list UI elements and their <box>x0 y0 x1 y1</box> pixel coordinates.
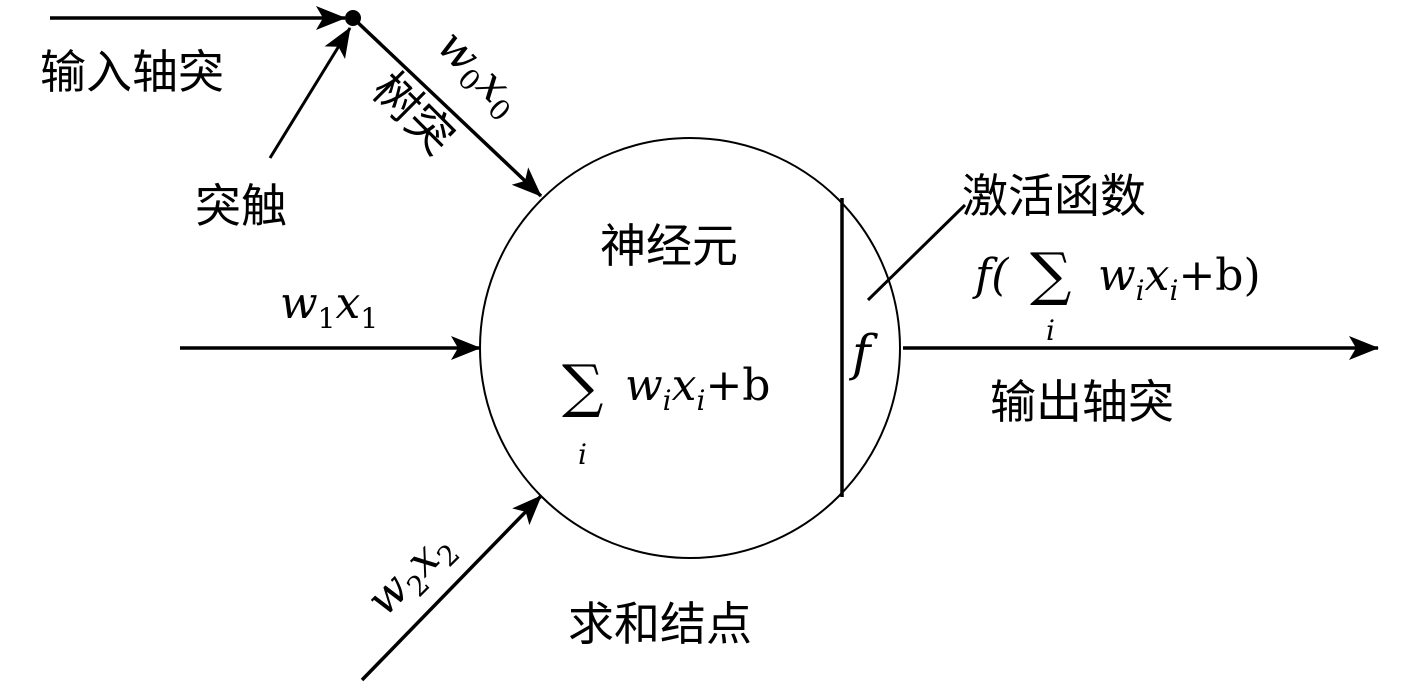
summation-formula: ∑ i wixi+b <box>562 352 770 471</box>
neuron-circle <box>479 137 901 559</box>
activation-f-symbol: f <box>848 324 878 382</box>
w1x1-label: w1x1 <box>280 278 378 335</box>
activation-function-label: 激活函数 <box>962 169 1146 223</box>
output-terms: wixi+b) <box>1098 250 1261 307</box>
input-w2x2-arrow <box>360 494 543 682</box>
input-axon-label: 输入轴突 <box>40 45 224 99</box>
output-formula: f( ∑ i wixi+b) <box>972 240 1261 347</box>
neuron-label: 神经元 <box>600 219 738 273</box>
output-index: i <box>1046 314 1055 347</box>
w2x2-label: w2x2 <box>357 520 467 630</box>
dendrite-arrow <box>351 16 543 198</box>
synapse-label: 突触 <box>195 179 287 233</box>
sum-terms: wixi+b <box>625 360 770 417</box>
sigma-symbol: ∑ <box>562 352 603 420</box>
output-axon-label: 输出轴突 <box>990 375 1174 429</box>
synapse-arrow <box>268 27 352 159</box>
summation-node-label: 求和结点 <box>568 597 752 651</box>
output-f-open: f( <box>972 250 1009 301</box>
output-sigma: ∑ <box>1030 240 1071 308</box>
activation-pointer <box>866 203 967 302</box>
sum-index: i <box>578 438 587 471</box>
